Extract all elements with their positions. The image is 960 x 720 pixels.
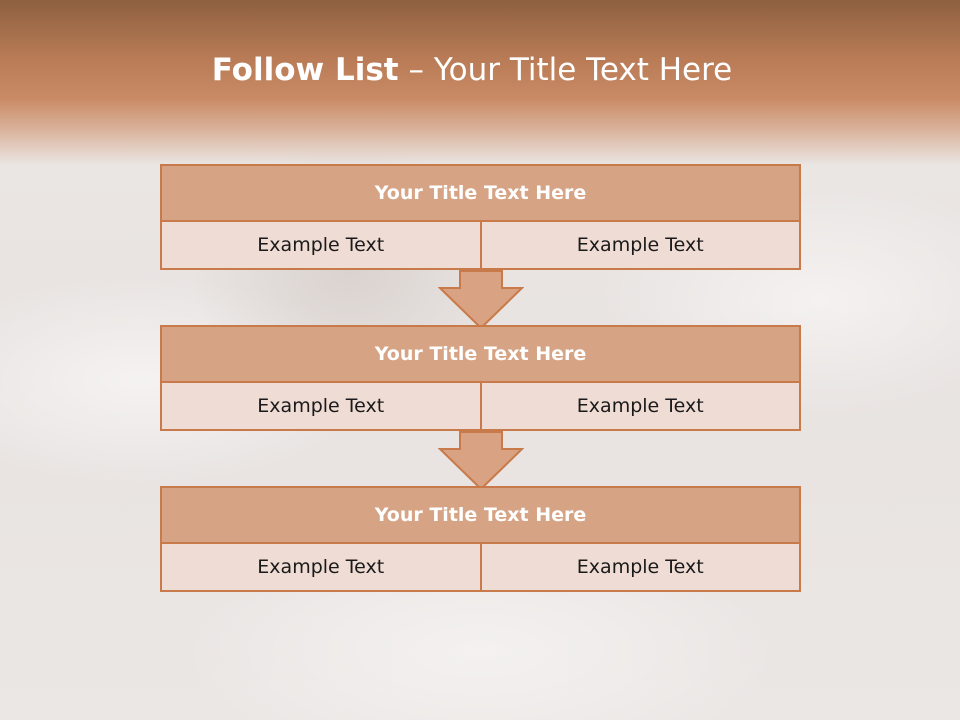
step-3-right-text: Example Text <box>479 544 799 590</box>
step-2-right-text: Example Text <box>479 383 799 429</box>
step-3-left-text: Example Text <box>162 544 480 590</box>
step-1-left-text: Example Text <box>162 222 480 268</box>
step-title-2: Your Title Text Here <box>162 327 799 383</box>
step-1-right-text: Example Text <box>479 222 799 268</box>
step-block-1: Your Title Text Here Example Text Exampl… <box>160 164 801 270</box>
step-row-1: Example Text Example Text <box>162 222 799 268</box>
down-arrow-icon-2 <box>438 431 524 491</box>
step-block-3: Your Title Text Here Example Text Exampl… <box>160 486 801 592</box>
slide-title-rest: – Your Title Text Here <box>398 52 733 88</box>
title-banner <box>0 0 960 165</box>
slide-title-bold: Follow List <box>211 52 399 88</box>
step-title-3: Your Title Text Here <box>162 488 799 544</box>
step-block-2: Your Title Text Here Example Text Exampl… <box>160 325 801 431</box>
step-row-2: Example Text Example Text <box>162 383 799 429</box>
step-2-left-text: Example Text <box>162 383 480 429</box>
step-row-3: Example Text Example Text <box>162 544 799 590</box>
down-arrow-icon-1 <box>438 270 524 330</box>
slide-title: Follow List – Your Title Text Here <box>0 52 944 88</box>
step-title-1: Your Title Text Here <box>162 166 799 222</box>
